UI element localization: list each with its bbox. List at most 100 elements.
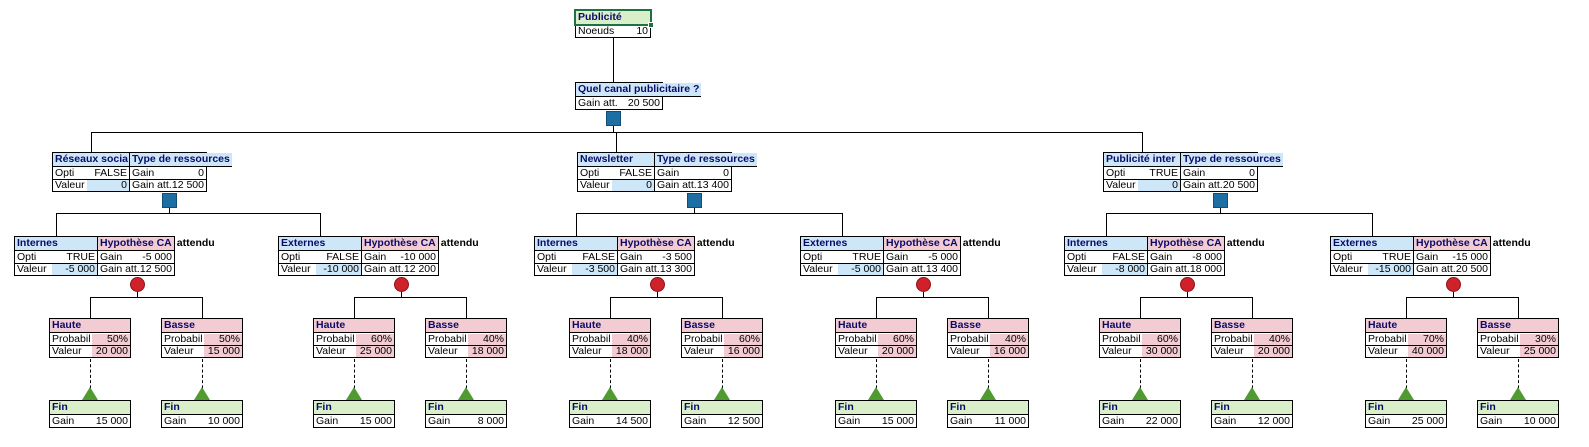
decision-cell[interactable]: Quel canal publicitaire ? Gain att. 20 5… [575, 82, 702, 110]
end-node-icon[interactable] [868, 387, 884, 400]
end-title: Fin [1100, 401, 1180, 415]
decision-node-icon[interactable] [687, 193, 702, 208]
node-title: Hypothèse CA [98, 237, 174, 251]
end-node-icon[interactable] [346, 387, 362, 400]
decision-node-icon[interactable] [1213, 193, 1228, 208]
end-connector-line [1252, 359, 1253, 399]
valeur-label: Valeur [1106, 179, 1136, 191]
chance-node-icon[interactable] [916, 277, 931, 292]
end-node-icon[interactable] [602, 387, 618, 400]
end-title: Fin [682, 401, 762, 415]
node-title: Hypothèse CA [362, 237, 438, 251]
root-noeuds-row[interactable]: Noeuds 10 [576, 25, 650, 37]
valeur-label: Valeur [684, 345, 714, 357]
end-node-icon[interactable] [1244, 387, 1260, 400]
end-node-icon[interactable] [980, 387, 996, 400]
end-connector-line [1406, 359, 1407, 399]
end-header: Fin [570, 401, 650, 415]
decision-node-icon[interactable] [606, 111, 621, 126]
valeur-label: Valeur [52, 345, 82, 357]
end-node-icon[interactable] [1398, 387, 1414, 400]
node-header: Type de ressources [130, 153, 232, 167]
end-node-icon[interactable] [194, 387, 210, 400]
gain-value: 15 000 [881, 414, 914, 427]
chance-node-icon[interactable] [650, 277, 665, 292]
decision-node-icon[interactable] [162, 193, 177, 208]
decision-gain-att-row[interactable]: Gain att. 20 500 [576, 97, 662, 109]
opti-value: FALSE [1112, 250, 1145, 263]
gain-value: 12 500 [727, 414, 760, 427]
branch-line [610, 297, 611, 318]
chance-node-icon[interactable] [394, 277, 409, 292]
end-title: Fin [1212, 401, 1292, 415]
chance-node-icon[interactable] [130, 277, 145, 292]
selection-fill-handle[interactable] [648, 22, 654, 28]
chance-node-icon[interactable] [1180, 277, 1195, 292]
gain-value: 0 [198, 166, 204, 179]
end-node-icon[interactable] [458, 387, 474, 400]
decision-box[interactable]: Quel canal publicitaire ? Gain att. 20 5… [575, 82, 702, 110]
end-node-icon[interactable] [82, 387, 98, 400]
chance-node-icon[interactable] [1446, 277, 1461, 292]
outcome-name: Basse [1212, 319, 1292, 333]
outcome-name: Basse [682, 319, 762, 333]
gain-label: Gain [1102, 414, 1125, 427]
gain-label: Gain [838, 414, 861, 427]
outcome-name: Basse [948, 319, 1028, 333]
end-node-icon[interactable] [1132, 387, 1148, 400]
end-node-icon[interactable] [714, 387, 730, 400]
end-node-icon[interactable] [1510, 387, 1526, 400]
